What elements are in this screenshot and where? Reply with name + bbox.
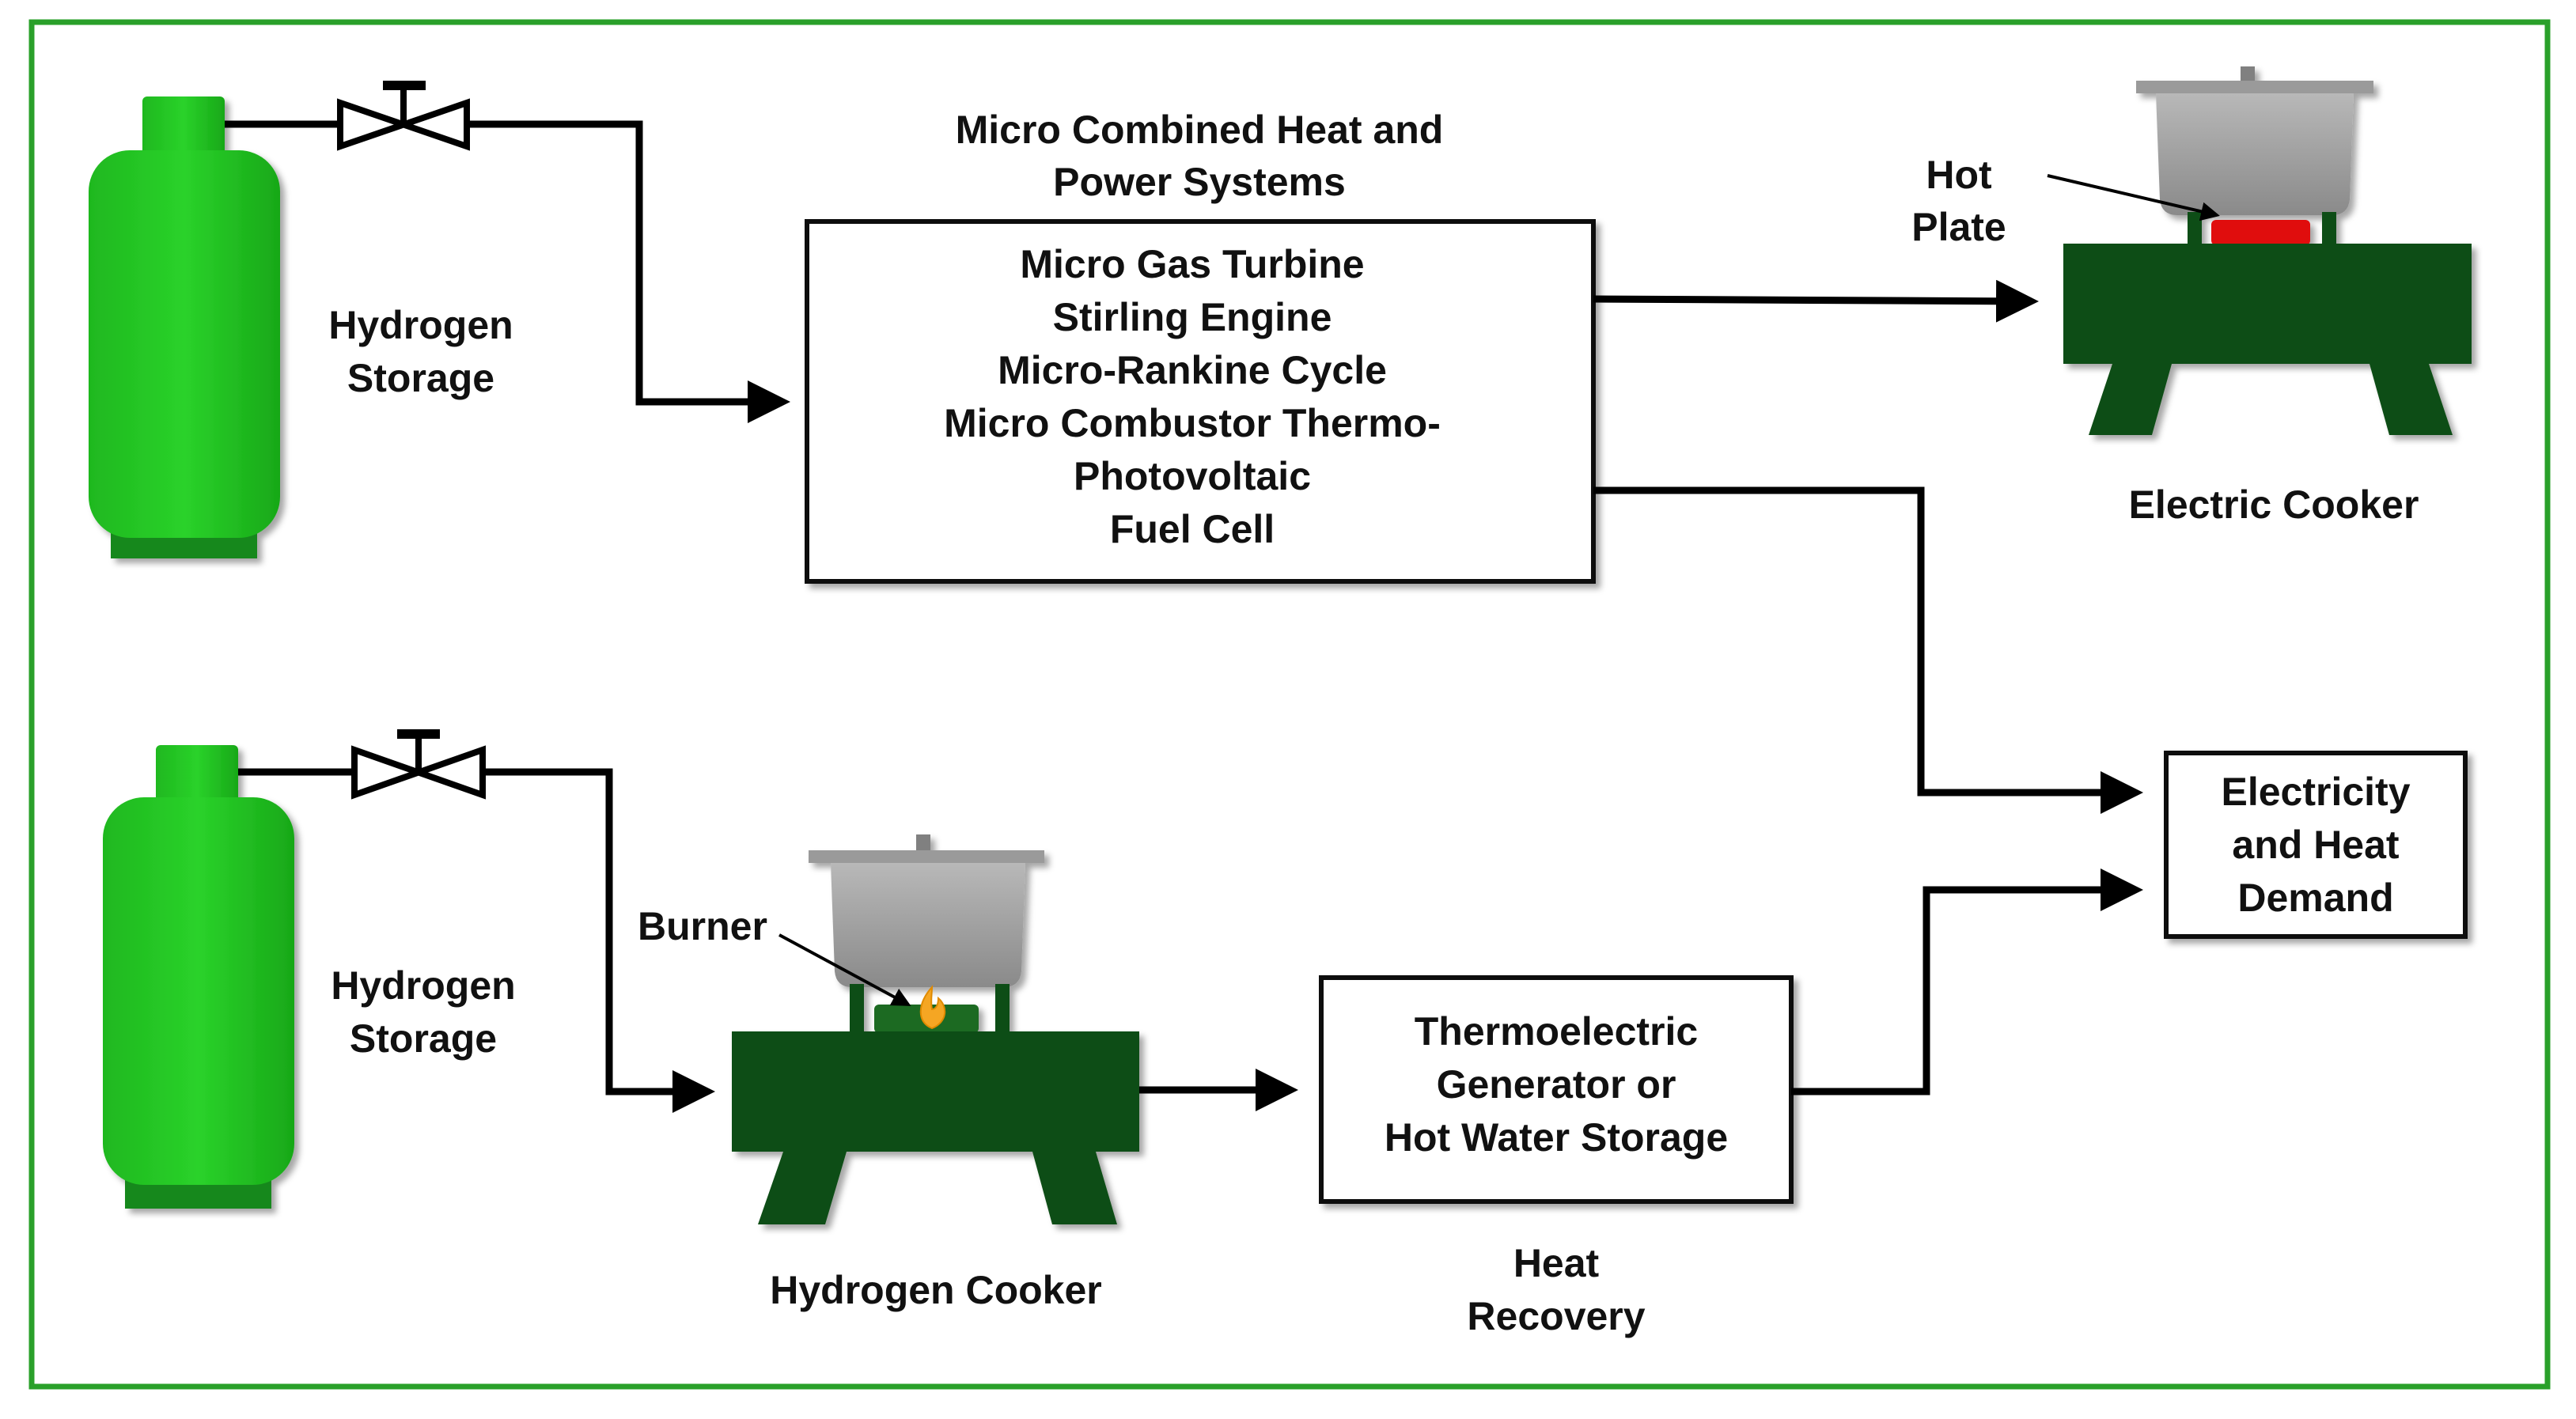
heat-recovery-box (1319, 975, 1794, 1204)
hydrogen-cylinder-top-icon (89, 96, 280, 558)
chp-box (805, 219, 1596, 584)
hydrogen-cooker-label: Hydrogen Cooker (770, 1268, 1102, 1312)
bottom-storage-label-line2: Storage (350, 1016, 497, 1061)
hydrogen-cooker-icon (732, 834, 1139, 1224)
flame-icon (919, 985, 946, 1030)
bottom-storage-label-line1: Hydrogen (331, 963, 515, 1008)
chp-item-micro-gas-turbine: Micro Gas Turbine (1020, 242, 1364, 286)
flow-chp-to-demand (1593, 486, 2143, 814)
valve-top-icon (337, 81, 470, 151)
chp-item-micro-combustor: Micro Combustor Thermo- (944, 401, 1441, 445)
flow-heat-recovery-to-demand (1791, 868, 2143, 1095)
outer-frame (28, 19, 2551, 1390)
top-storage-label-line2: Storage (347, 356, 494, 400)
flow-bottom-storage-to-hydrogen-cooker (483, 768, 715, 1113)
electric-cooker-label: Electric Cooker (2129, 482, 2419, 527)
heat-recovery-box-line2: Generator or (1437, 1062, 1676, 1107)
chp-item-stirling-engine: Stirling Engine (1053, 295, 1332, 339)
heat-recovery-box-line1: Thermoelectric (1415, 1009, 1698, 1054)
hot-plate-pointer (2047, 174, 2220, 221)
heat-recovery-caption-line1: Heat (1513, 1241, 1600, 1285)
hydrogen-cylinder-bottom-icon (103, 745, 294, 1209)
chp-item-photovoltaic: Photovoltaic (1074, 454, 1311, 498)
heat-recovery-box-line3: Hot Water Storage (1385, 1115, 1728, 1160)
hot-plate-icon (2211, 220, 2310, 245)
chp-title-line1: Micro Combined Heat and (956, 108, 1444, 152)
demand-box (2164, 751, 2468, 939)
chp-item-micro-rankine-cycle: Micro-Rankine Cycle (998, 348, 1387, 392)
hot-plate-label-line1: Hot (1926, 153, 1992, 197)
burner-label: Burner (638, 904, 767, 948)
demand-line3: Demand (2237, 876, 2393, 920)
valve-bottom-icon (351, 729, 486, 800)
demand-line1: Electricity (2221, 770, 2410, 814)
flow-chp-to-electric-cooker (1593, 279, 2039, 323)
heat-recovery-caption-line2: Recovery (1467, 1294, 1645, 1338)
top-storage-label-line1: Hydrogen (328, 303, 513, 347)
chp-item-fuel-cell: Fuel Cell (1110, 507, 1275, 551)
hot-plate-label-line2: Plate (1911, 205, 2006, 249)
chp-title-line2: Power Systems (1053, 160, 1346, 204)
electric-cooker-icon (2063, 66, 2472, 435)
flow-top-storage-to-chp (467, 120, 790, 423)
burner-pointer (778, 933, 911, 1006)
demand-line2: and Heat (2232, 823, 2400, 867)
